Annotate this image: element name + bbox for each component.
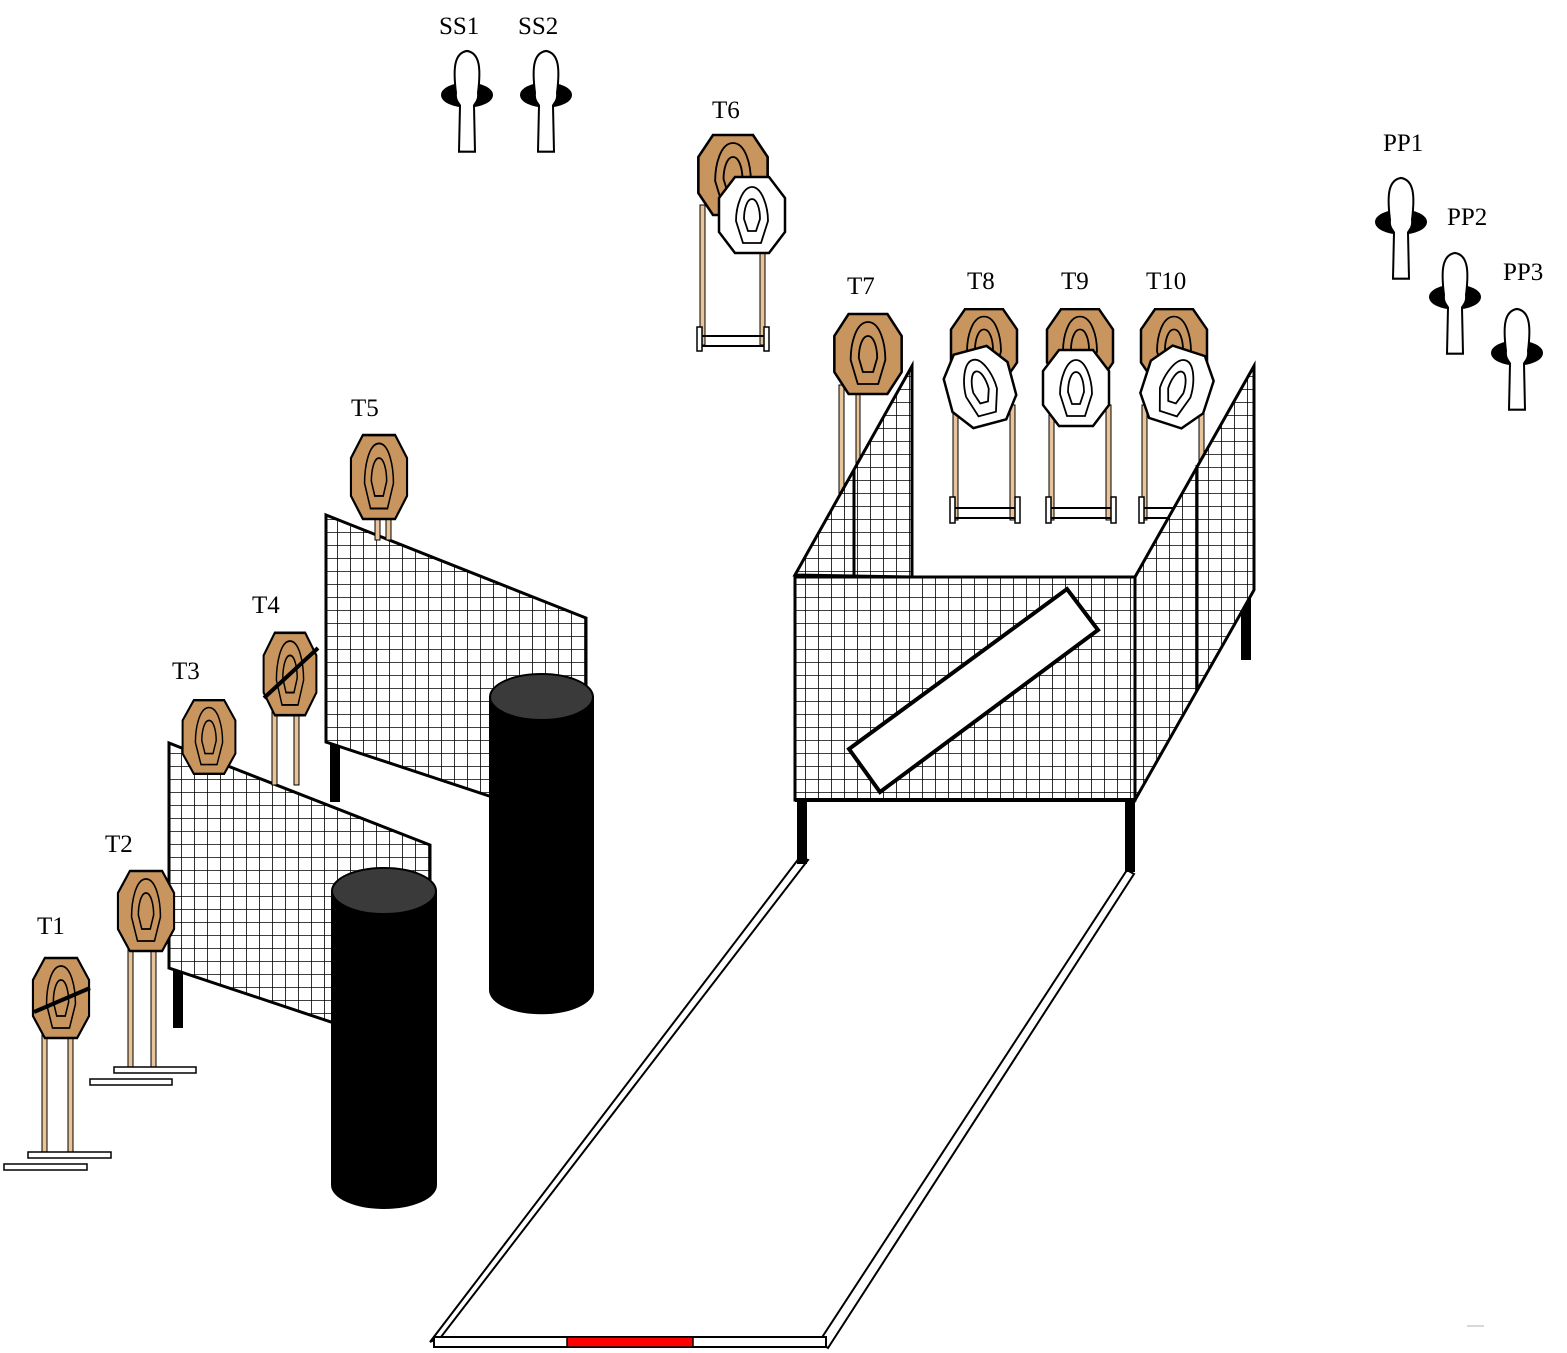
box-wall-right	[1133, 360, 1256, 806]
label-t5: T5	[351, 395, 379, 422]
label-t1: T1	[37, 913, 65, 940]
label-t2: T2	[105, 831, 133, 858]
target-t8	[937, 307, 1023, 524]
label-t9: T9	[1061, 268, 1089, 295]
target-t5	[349, 433, 409, 541]
target-t1	[3, 956, 112, 1171]
label-t4: T4	[252, 592, 280, 619]
target-t6	[696, 133, 787, 352]
popper-pp3	[1489, 307, 1545, 411]
label-t7: T7	[847, 273, 875, 300]
label-pp3: PP3	[1503, 259, 1543, 286]
label-t6: T6	[712, 97, 740, 124]
fault-line-marker	[566, 1336, 694, 1348]
popper-ss2	[518, 49, 574, 153]
target-t9	[1041, 307, 1117, 524]
label-ss2: SS2	[518, 13, 558, 40]
target-t3	[181, 699, 237, 775]
label-t10: T10	[1146, 268, 1186, 295]
barrel-front	[331, 867, 437, 1209]
label-ss1: SS1	[439, 13, 479, 40]
label-pp2: PP2	[1447, 204, 1487, 231]
port-opening	[846, 586, 1101, 795]
label-t8: T8	[967, 268, 995, 295]
barrel-rear	[489, 673, 594, 1015]
popper-ss1	[439, 49, 495, 153]
label-pp1: PP1	[1383, 130, 1423, 157]
target-t2	[89, 869, 197, 1086]
label-t3: T3	[172, 658, 200, 685]
popper-pp2	[1427, 251, 1483, 355]
box-wall-left	[792, 360, 914, 579]
target-t4	[262, 631, 320, 786]
popper-pp1	[1373, 176, 1429, 280]
